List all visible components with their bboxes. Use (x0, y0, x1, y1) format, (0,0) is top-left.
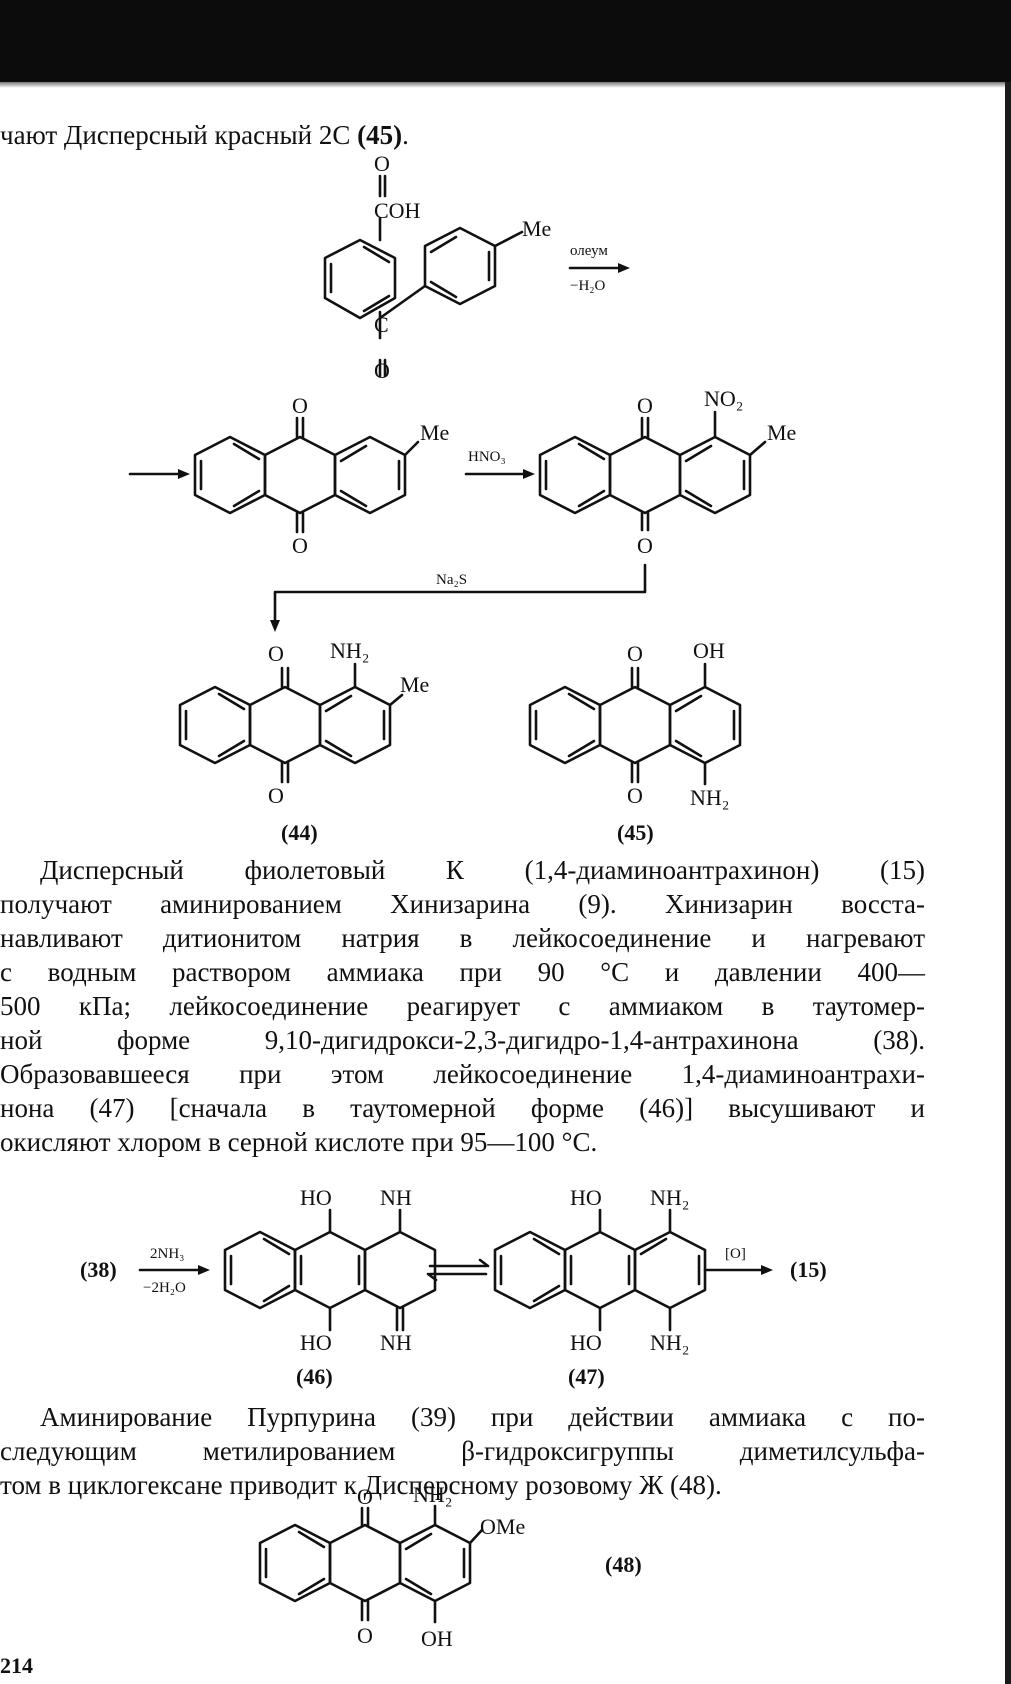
p2-line-3: том в циклогексане приводит к Дисперсном… (0, 1470, 722, 1500)
reactant-o-top: O (374, 151, 390, 176)
intro-ref: (45) (357, 120, 403, 150)
c47-ho-top: HO (570, 1185, 602, 1210)
c48-o-top: O (357, 1484, 373, 1509)
mq-o-bottom: O (292, 533, 308, 558)
c46-nh-bottom: NH (380, 1330, 412, 1355)
paragraph-1: Дисперсный фиолетовый К (1,4-диаминоантр… (0, 853, 925, 1163)
p1-line-6: ной форме 9,10-дигидрокси-2,3-дигидро-1,… (0, 1025, 925, 1055)
p1-line-5: 500 кПа; лейкосоединение реагирует с амм… (0, 991, 925, 1021)
c44-number: (44) (281, 820, 318, 845)
s2-product: (15) (790, 1257, 827, 1282)
reactant-o-bottom: O (374, 358, 390, 383)
page-number: 214 (0, 1653, 33, 1678)
c46-number: (46) (296, 1364, 333, 1389)
s2-arrow1-below: −2H₂O (143, 1280, 186, 1296)
nitro-no2: NO₂ (704, 386, 743, 411)
c48-nh2: NH₂ (413, 1482, 452, 1507)
nitro-compound-structure (538, 410, 767, 532)
c46-ho-bottom: HO (300, 1330, 332, 1355)
compound-44-structure (178, 662, 404, 784)
p1-line-4: с водным раствором аммиака при 90 °С и д… (0, 957, 925, 987)
compound-46-structure (223, 1208, 437, 1332)
arrow3-label: Na₂S (436, 572, 467, 588)
p1-line-8: нона (47) [сначала в таутомерной форме (… (0, 1093, 925, 1123)
compound-48: O NH₂ OMe O OH (48) (258, 1482, 642, 1651)
c47-ho-bottom: HO (570, 1330, 602, 1355)
c44-o-bottom: O (268, 783, 284, 808)
intro-line: чают Дисперсный красный 2С (45). (0, 118, 409, 152)
intro-end: . (402, 120, 409, 150)
c44-me: Me (400, 672, 429, 697)
p2-line-2: следующим метилированием β-гидроксигрупп… (0, 1436, 925, 1466)
p1-line-1: Дисперсный фиолетовый К (1,4-диаминоантр… (40, 855, 925, 885)
reaction-scheme-1: O COH Me C O олеум −H₂O O O Me HNO₃ (128, 151, 796, 845)
methylanthraquinone-structure (193, 416, 420, 534)
c45-o-top: O (627, 641, 643, 666)
c47-nh2-bottom: NH₂ (650, 1330, 689, 1355)
top-band-edge (0, 82, 1011, 88)
reactant-me: Me (522, 216, 551, 241)
nitro-o-bottom: O (637, 533, 653, 558)
s2-start: (38) (80, 1257, 117, 1282)
c47-number: (47) (568, 1364, 605, 1389)
equilibrium-arrows (426, 1258, 490, 1282)
right-page-edge (1005, 82, 1011, 1684)
reaction-scheme-2: (38) 2NH₃ −2H₂O HO NH HO NH (46) (80, 1185, 827, 1389)
c46-nh-top: NH (380, 1185, 412, 1210)
p1-line-3: навливают дитионитом натрия в лейкосоеди… (0, 923, 925, 953)
paragraph-2: Аминирование Пурпурина (39) при действии… (0, 1400, 925, 1510)
arrow1-above: олеум (570, 243, 608, 259)
arrow1-below: −H₂O (570, 278, 606, 294)
p1-line-7: Образовавшееся при этом лейкосоединение … (0, 1059, 925, 1089)
compound-47-structure (493, 1208, 707, 1332)
p1-line-2: получают аминированием Хинизарина (9). Х… (0, 889, 925, 919)
compound-45-structure (528, 662, 742, 786)
c45-nh2: NH₂ (690, 785, 729, 810)
c46-ho-top: HO (300, 1185, 332, 1210)
c44-nh2: NH₂ (330, 638, 369, 663)
c45-o-bottom: O (627, 783, 643, 808)
c48-ome: OMe (480, 1514, 525, 1539)
c44-o-top: O (268, 641, 284, 666)
c48-number: (48) (605, 1552, 642, 1577)
intro-text: чают Дисперсный красный 2С (0, 120, 351, 150)
p2-line-1: Аминирование Пурпурина (39) при действии… (40, 1402, 925, 1432)
c47-nh2-top: NH₂ (650, 1185, 689, 1210)
reactant-c: C (374, 312, 389, 337)
arrow-reduction (273, 563, 647, 627)
reactant-structure (323, 174, 524, 378)
c48-oh: OH (421, 1626, 453, 1651)
p1-line-9: окисляют хлором в серной кислоте при 95—… (0, 1127, 598, 1157)
nitro-me: Me (767, 420, 796, 445)
c48-o-bottom: O (357, 1623, 373, 1648)
arrow2-above: HNO₃ (468, 449, 506, 465)
c45-number: (45) (617, 820, 654, 845)
mq-o-top: O (292, 393, 308, 418)
reactant-coh: COH (374, 198, 421, 223)
top-dark-band (0, 0, 1011, 82)
compound-48-structure (258, 1504, 484, 1624)
c45-oh: OH (693, 638, 725, 663)
nitro-o-top: O (637, 393, 653, 418)
s2-arrow1-above: 2NH₃ (150, 1246, 184, 1262)
mq-me: Me (420, 420, 449, 445)
s2-arrow2-above: [O] (725, 1246, 746, 1262)
